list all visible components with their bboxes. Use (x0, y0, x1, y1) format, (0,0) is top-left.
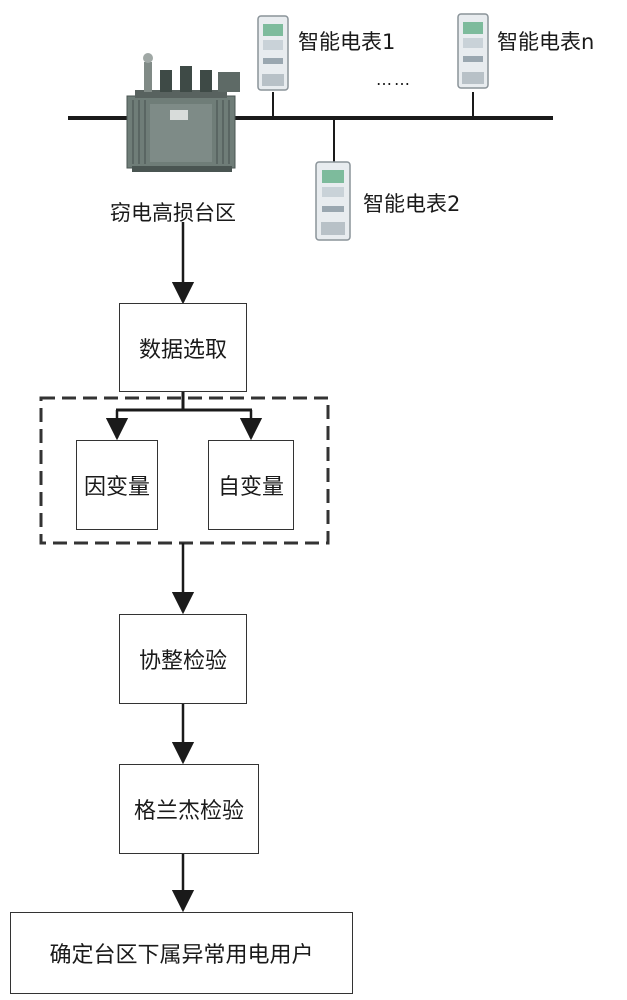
data-selection-text: 数据选取 (138, 337, 227, 363)
dependent-variable-text: 因变量 (83, 475, 150, 500)
transformer-icon (126, 53, 240, 172)
transformer-area-label: 窃电高损台区 (110, 201, 236, 225)
dependent-variable-box: 因变量 (76, 440, 158, 530)
smart-meter-n-icon (457, 13, 489, 89)
meter-1-label: 智能电表1 (298, 30, 396, 54)
independent-variable-text: 自变量 (217, 475, 284, 500)
cointegration-test-text: 协整检验 (138, 649, 227, 674)
granger-test-box: 格兰杰检验 (119, 764, 259, 854)
variable-group-dashed-box (39, 396, 330, 545)
meter-n-label: 智能电表n (497, 30, 595, 54)
smart-meter-2-icon (315, 161, 351, 241)
ellipsis-text: …… (376, 70, 412, 89)
result-box: 确定台区下属异常用电用户 (10, 912, 353, 994)
data-selection-box: 数据选取 (119, 303, 247, 392)
smart-meter-1-icon (257, 15, 289, 91)
meter-2-label: 智能电表2 (363, 192, 461, 216)
granger-test-text: 格兰杰检验 (133, 799, 244, 824)
independent-variable-box: 自变量 (208, 440, 294, 530)
result-text: 确定台区下属异常用电用户 (49, 943, 314, 968)
cointegration-test-box: 协整检验 (119, 614, 247, 704)
